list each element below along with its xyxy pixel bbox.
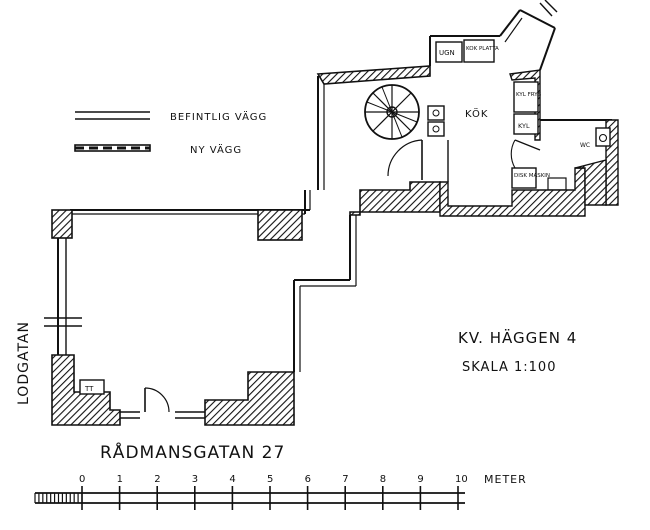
scale-number: 9 (417, 474, 423, 485)
appliance-upper (427, 105, 445, 121)
scale-text: SKALA 1:100 (462, 360, 556, 375)
hob-label: KOK PLATTA (466, 46, 499, 52)
legend-new-wall-label: NY VÄGG (190, 143, 242, 156)
fridge-label: KYL (518, 122, 530, 130)
legend: BEFINTLIG VÄGG NY VÄGG (74, 110, 267, 156)
stair-hall (304, 65, 445, 216)
scale-number: 0 (79, 474, 85, 485)
wall-corner-top-left (51, 209, 73, 239)
tt-label: TT (84, 385, 94, 393)
hob-cabinet (463, 39, 495, 63)
scale-number: 2 (154, 474, 160, 485)
fridge-freezer (513, 81, 539, 113)
scale-number: 7 (342, 474, 348, 485)
scale-unit-label: METER (484, 473, 527, 486)
wall-top-hall (316, 65, 431, 85)
stove-cabinet (435, 41, 463, 63)
wall-bottom-hall (349, 181, 441, 216)
dishwasher (511, 167, 537, 189)
front-street-label: RÅDMANSGATAN 27 (100, 441, 285, 463)
appliance-lower (427, 121, 445, 137)
stove-label: UGN (439, 49, 455, 57)
kitchen-door (387, 139, 423, 180)
spiral-staircase (364, 84, 420, 140)
tt-cabinet (79, 379, 105, 395)
wall-kitchen-bottom (439, 167, 586, 217)
wall-wc-bottom (574, 159, 607, 206)
side-street-label: LODGATAN (16, 321, 32, 405)
main-room: TT (44, 209, 357, 426)
wc-room: WC (540, 119, 619, 206)
small-cabinet (547, 177, 567, 191)
toilet (595, 127, 611, 147)
kitchen: UGN KOK PLATTA KYL FRYS KYL KÖK DISK MAS… (429, 0, 586, 217)
fridge (513, 113, 539, 135)
kitchen-label: KÖK (465, 107, 488, 120)
fridge-freezer-label: KYL FRYS (516, 92, 542, 98)
wall-block-top (257, 209, 303, 241)
new-wall-symbol (74, 144, 151, 152)
scale-number: 8 (380, 474, 386, 485)
scale-number: 6 (305, 474, 311, 485)
scale-number: 10 (455, 474, 468, 485)
dishwasher-label: DISK MASKIN (514, 173, 550, 179)
scale-number: 5 (267, 474, 273, 485)
wall-corner-bottom-left (51, 354, 121, 426)
scale-bar (34, 486, 465, 510)
existing-wall-symbol (75, 111, 150, 120)
wall-corner-bottom-right (204, 371, 295, 426)
scale-number: 1 (117, 474, 123, 485)
wc-label: WC (580, 142, 590, 149)
scale-number: 4 (229, 474, 235, 485)
legend-existing-wall-label: BEFINTLIG VÄGG (170, 110, 267, 123)
entrance-door (144, 387, 170, 413)
scale-number: 3 (192, 474, 198, 485)
block-title: KV. HÄGGEN 4 (458, 328, 577, 347)
wc-door (510, 139, 541, 169)
